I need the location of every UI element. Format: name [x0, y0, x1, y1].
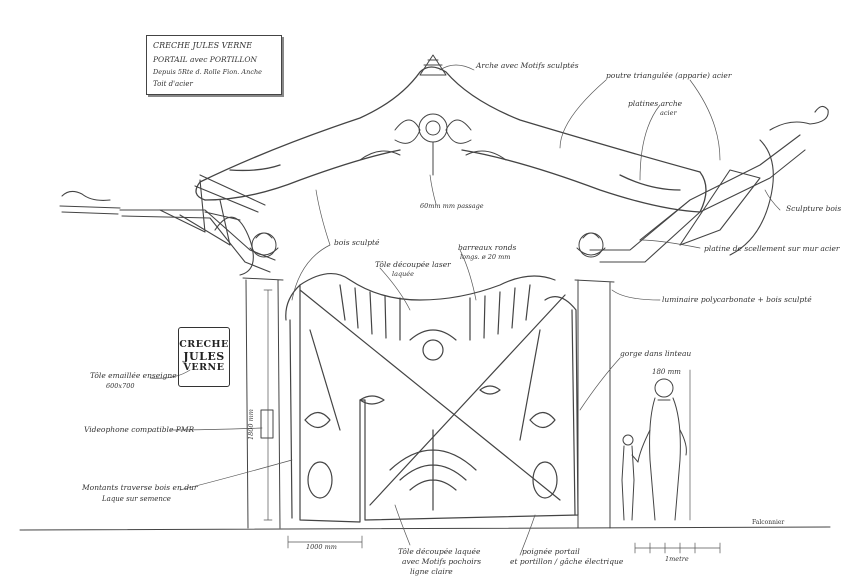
label-videophone: Videophone compatible PMR	[84, 425, 195, 434]
label-platines-sub: acier	[660, 109, 677, 117]
label-scale: 1metre	[665, 555, 689, 563]
dimension-lines	[263, 289, 721, 554]
label-bois-sculpte: bois sculpté	[334, 238, 380, 247]
label-montants-sub: Laque sur semence	[102, 495, 171, 503]
label-platine-scellement: platine de scellement sur mur acier	[704, 244, 840, 253]
label-platines: platines arche	[628, 99, 683, 108]
title-block: CRECHE JULES VERNE PORTAIL avec PORTILLO…	[146, 35, 282, 95]
right-pillar	[574, 279, 615, 529]
title-line-2: PORTAIL avec PORTILLON	[153, 55, 258, 64]
label-tole-bas-2: avec Motifs pochoirs	[402, 557, 482, 566]
right-truss	[589, 105, 829, 263]
label-poutre: poutre triangulée (apparie) acier	[606, 71, 732, 80]
label-passage: 60mm mm passage	[420, 202, 484, 210]
child-figure	[621, 434, 639, 521]
label-gorge: gorge dans linteau	[620, 349, 692, 358]
label-tole-emaillee: Tôle emaillée enseigne	[90, 371, 177, 380]
sign-line-2: JULES	[183, 349, 225, 363]
left-pillar	[242, 277, 284, 529]
left-truss	[59, 174, 276, 276]
videophone-box	[260, 409, 274, 439]
label-arche: Arche avec Motifs sculptés	[476, 61, 579, 70]
right-lamp	[576, 232, 606, 258]
label-montants: Montants traverse bois en dur	[82, 483, 198, 492]
left-lamp	[249, 232, 279, 258]
label-barreaux: barreaux ronds	[458, 243, 517, 252]
title-line-3: Depuis 5Rte d. Rolle Fion. Anche	[153, 68, 262, 76]
label-person-height: 180 mm	[652, 368, 681, 376]
label-tole-laser-sub: laquée	[392, 270, 414, 278]
label-tole-laser: Tôle découpée laser	[375, 260, 451, 269]
label-tole-bas-1: Tôle découpée laquée	[398, 547, 481, 556]
creche-sign: CRECHE JULES VERNE	[178, 327, 230, 387]
title-line-1: CRECHE JULES VERNE	[153, 41, 253, 50]
label-dim-1000: 1000 mm	[306, 543, 337, 551]
label-tole-emaillee-sub: 600x700	[106, 382, 135, 390]
gate	[285, 273, 579, 523]
label-sculpture: Sculpture bois	[786, 204, 842, 213]
label-signature: Falconnier	[752, 519, 785, 526]
sign-line-1: CRECHE	[179, 338, 229, 350]
adult-figure	[637, 378, 687, 521]
label-tole-bas-3: ligne claire	[410, 567, 453, 576]
ground-line	[19, 526, 831, 531]
title-line-4: Toit d'acier	[153, 80, 193, 88]
label-barreaux-sub: longs. ø 20 mm	[460, 253, 511, 261]
label-luminaire: luminaire polycarbonate + bois sculpté	[662, 295, 812, 304]
label-poignee-2: et portillon / gâche électrique	[510, 557, 624, 566]
leader-lines	[149, 64, 781, 556]
label-poignee-1: poignée portail	[522, 547, 580, 556]
sign-line-3: VERNE	[183, 362, 225, 374]
arch-bone	[195, 66, 707, 213]
label-dim-1800: 1800 mm	[247, 409, 255, 440]
central-ornament	[359, 54, 507, 176]
